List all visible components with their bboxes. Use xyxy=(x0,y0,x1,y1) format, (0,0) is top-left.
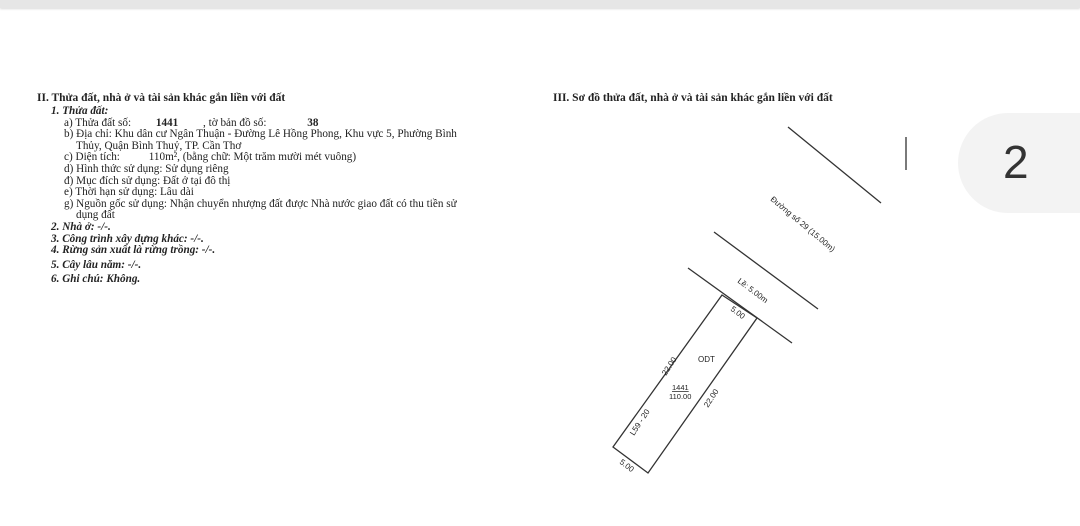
parcel-line: a) Thửa đất số: 1441 , tờ bản đồ số: 38 xyxy=(38,116,488,130)
page-number: 2 xyxy=(1003,136,1029,188)
front-width: 5.00 xyxy=(729,304,747,321)
lot-label: L59 - 20 xyxy=(628,407,652,437)
parcel-area-label: 110.00 xyxy=(669,392,691,401)
usage-term: e) Thời hạn sử dụng: Lâu dài xyxy=(64,186,194,199)
parcel-number: 1441 xyxy=(155,116,179,129)
address-line-2: Thủy, Quận Bình Thuỷ, TP. Cần Thơ xyxy=(76,139,242,152)
right-length: 22.00 xyxy=(702,387,721,409)
house-item: 2. Nhà ở: -/-. xyxy=(51,220,111,233)
map-sheet-number: 38 xyxy=(307,116,319,129)
parcel-number-label: 1441 xyxy=(672,383,689,392)
usage-origin-2: dụng đất xyxy=(76,209,115,222)
parcel-outline xyxy=(612,294,758,474)
road-near-edge xyxy=(713,231,819,310)
area-line: c) Diện tích: 110m², (bằng chữ: Một trăm… xyxy=(38,152,488,164)
section-2-title: II. Thửa đất, nhà ở và tài sản khác gắn … xyxy=(37,92,286,104)
sidewalk-label: Lề: 5.00m xyxy=(736,276,770,305)
perennial-item: 5. Cây lâu năm: -/-. xyxy=(51,258,142,271)
map-sheet-label: , tờ bản đồ số: xyxy=(203,116,267,129)
top-bar xyxy=(0,0,1080,8)
area-label: c) Diện tích: xyxy=(64,151,120,164)
construction-item: 3. Công trình xây dựng khác: -/-. xyxy=(51,232,204,245)
area-value: 110m², (bằng chữ: Một trăm mười mét vuôn… xyxy=(148,151,357,164)
land-info: 1. Thửa đất: a) Thửa đất số: 1441 , tờ b… xyxy=(38,105,488,286)
land-type: ODT xyxy=(698,355,715,364)
parcel-label: a) Thửa đất số: xyxy=(64,116,132,129)
note-item: 6. Ghi chú: Không. xyxy=(51,273,141,286)
land-heading: 1. Thửa đất: xyxy=(51,105,109,117)
road-label: Đường số 29 (15.00m) xyxy=(769,195,837,254)
road-far-edge xyxy=(787,126,882,204)
usage-form: d) Hình thức sử dụng: Sử dụng riêng xyxy=(64,162,229,175)
address-line: b) Địa chỉ: Khu dân cư Ngân Thuận - Đườn… xyxy=(64,128,457,141)
page-number-badge: 2 xyxy=(958,113,1080,213)
sidewalk-edge xyxy=(687,267,793,344)
rear-width: 5.00 xyxy=(618,457,636,474)
usage-origin: g) Nguồn gốc sử dụng: Nhận chuyển nhượng… xyxy=(64,197,457,210)
usage-purpose: đ) Mục đích sử dụng: Đất ở tại đô thị xyxy=(64,174,231,187)
forest-item: 4. Rừng sản xuất là rừng trồng: -/-. xyxy=(51,244,216,257)
section-3-title: III. Sơ đồ thửa đất, nhà ở và tài sản kh… xyxy=(553,92,833,104)
